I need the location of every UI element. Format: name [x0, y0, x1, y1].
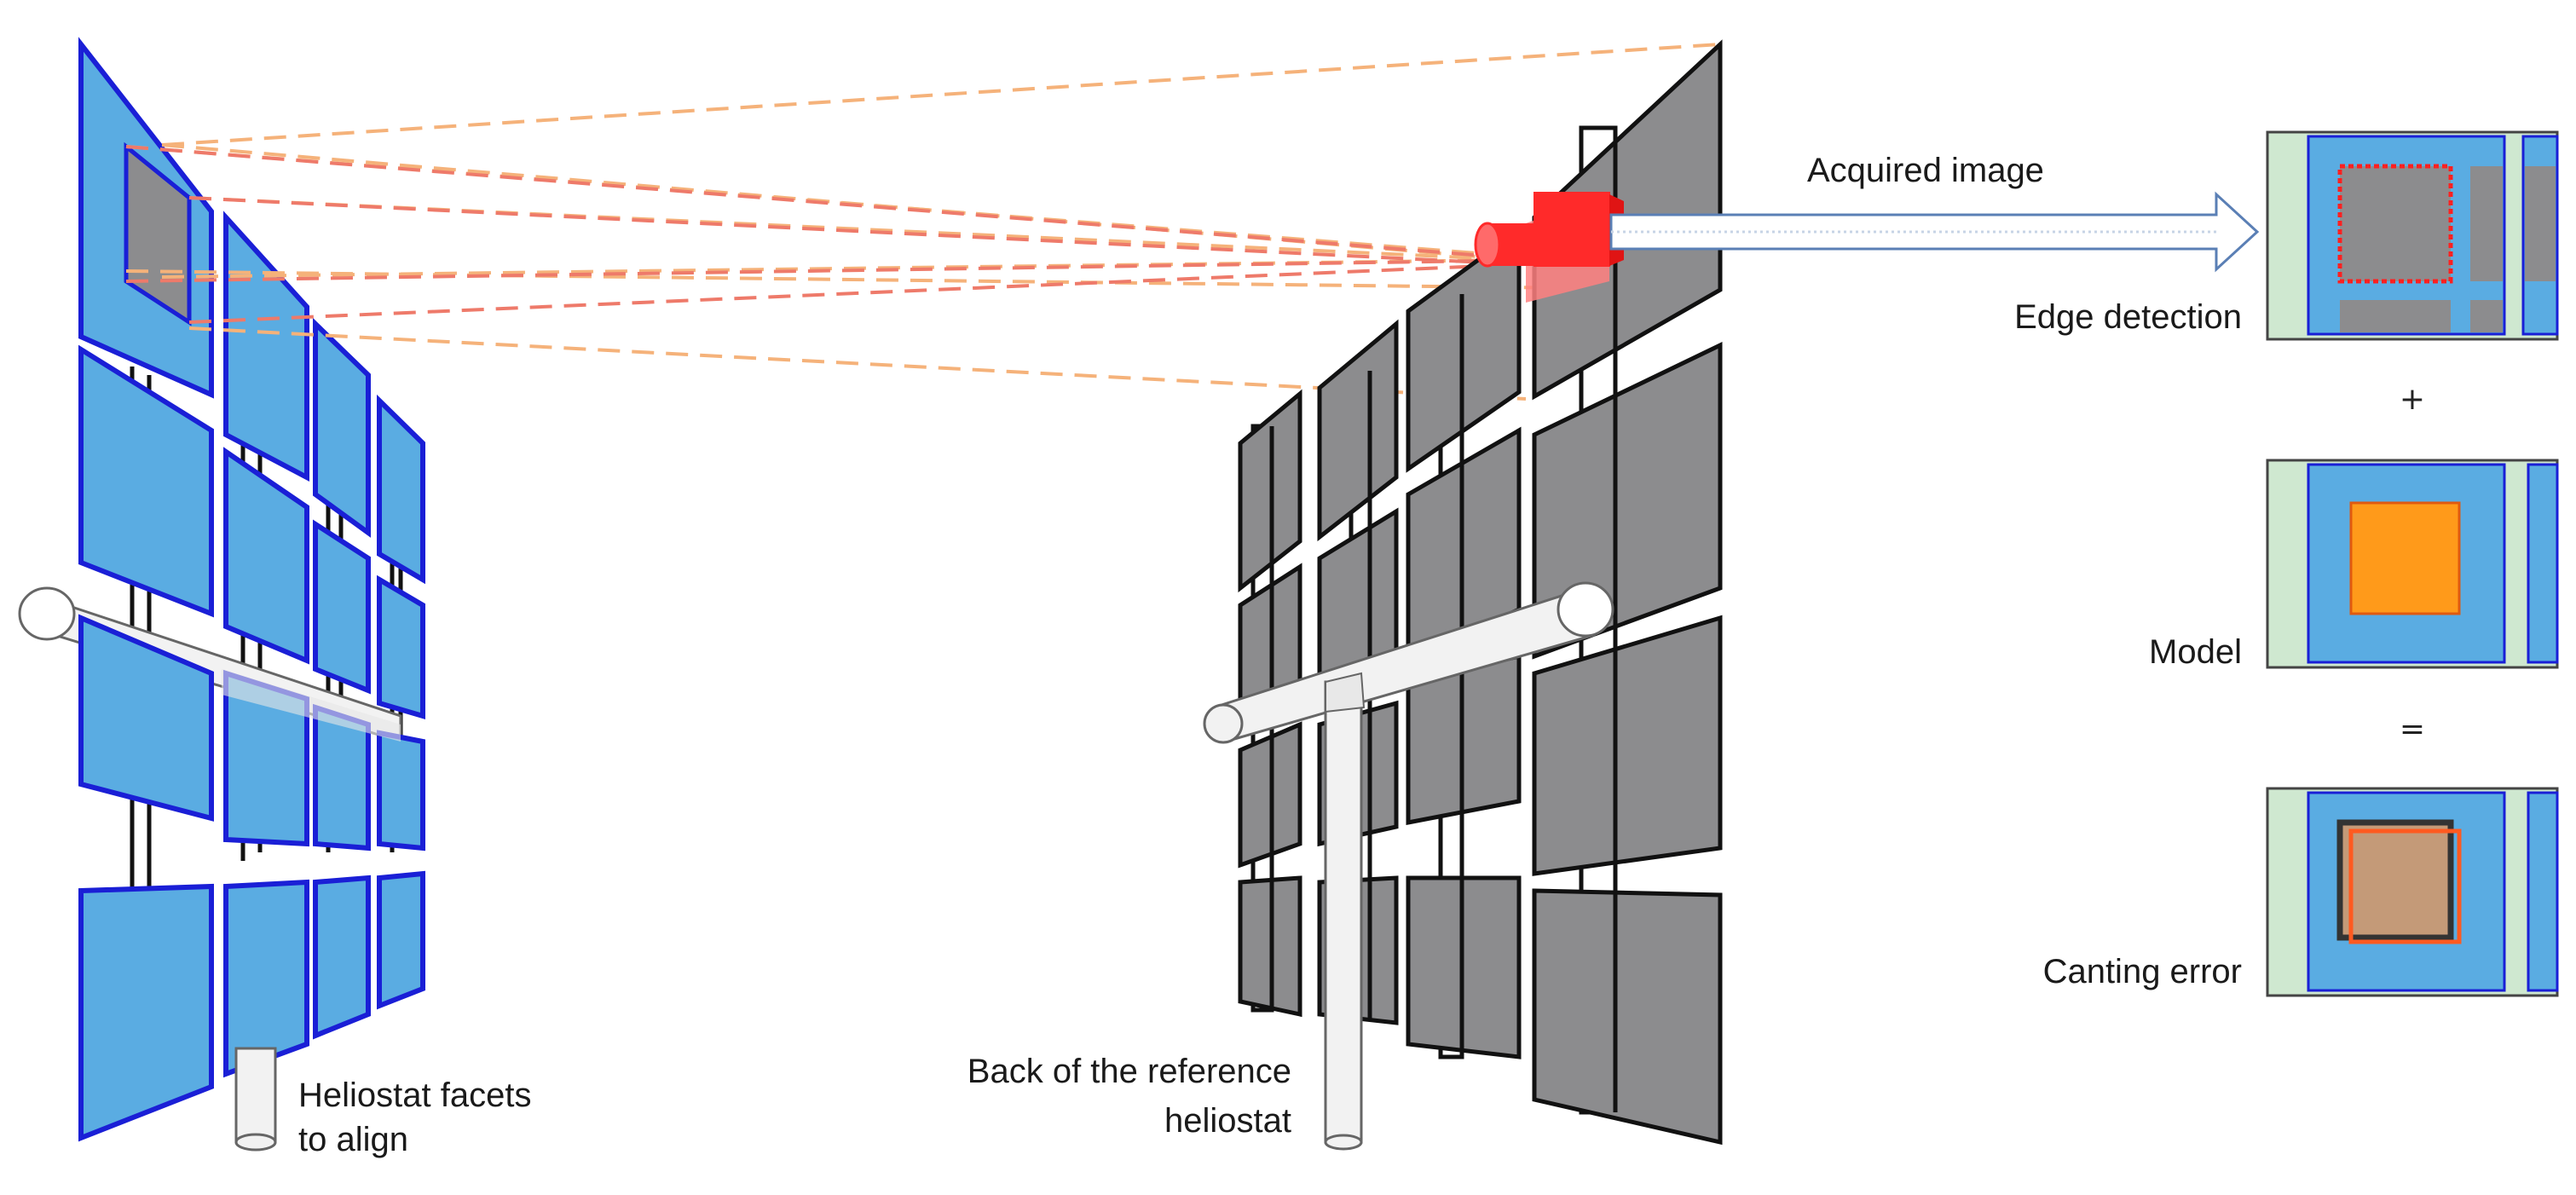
model-label: Model: [2149, 633, 2242, 671]
facet: [377, 394, 425, 585]
canting-error-panel: [2266, 787, 2559, 997]
left-pole: [234, 1047, 277, 1152]
facet: [377, 870, 425, 1010]
facet: [223, 211, 309, 482]
left-facets: [78, 37, 425, 1142]
light-rays-red: [125, 145, 1484, 324]
right-arrow-icon: [1609, 191, 2260, 273]
left-heliostat: [18, 37, 425, 1152]
edge-detection-label: Edge detection: [2014, 298, 2242, 336]
edge-detection-panel: [2266, 130, 2559, 341]
back-panel: [1532, 615, 1723, 876]
facet: [313, 519, 371, 695]
reference-label-line1: Back of the reference: [967, 1053, 1291, 1090]
plus-symbol: +: [2399, 382, 2426, 417]
canting-error-label: Canting error: [2042, 953, 2242, 990]
facet: [377, 574, 425, 720]
facet: [377, 730, 425, 852]
facets-label-line1: Heliostat facets: [298, 1077, 532, 1114]
facet: [78, 883, 214, 1142]
facet: [223, 879, 309, 1078]
acquired-image-label: Acquired image: [1807, 152, 2044, 189]
facets-label-line2: to align: [298, 1121, 408, 1158]
facet: [313, 317, 371, 538]
reference-heliostat: [1203, 39, 1723, 1151]
back-panel: [1317, 319, 1399, 542]
equals-symbol: =: [2399, 712, 2426, 747]
facet: [223, 447, 309, 665]
facet: [78, 614, 214, 822]
back-panel: [1532, 342, 1723, 660]
reference-support-tube: [1203, 581, 1614, 744]
model-panel: [2266, 459, 2559, 669]
reference-pole: [1324, 672, 1366, 1151]
reference-label-line2: heliostat: [1164, 1102, 1291, 1140]
facet: [313, 875, 371, 1040]
facet: [78, 344, 214, 618]
back-panel: [1532, 888, 1723, 1146]
